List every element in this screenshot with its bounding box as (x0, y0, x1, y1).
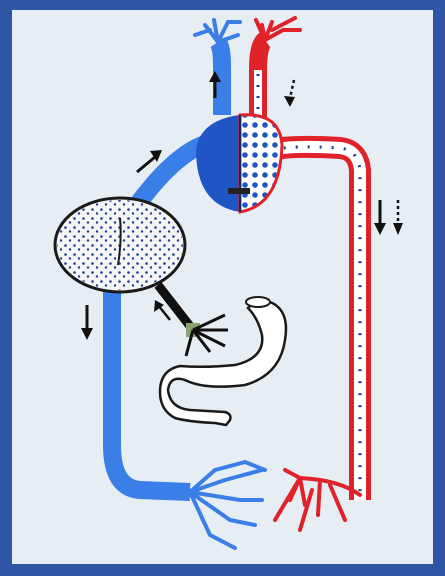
liver-organ (55, 198, 185, 292)
